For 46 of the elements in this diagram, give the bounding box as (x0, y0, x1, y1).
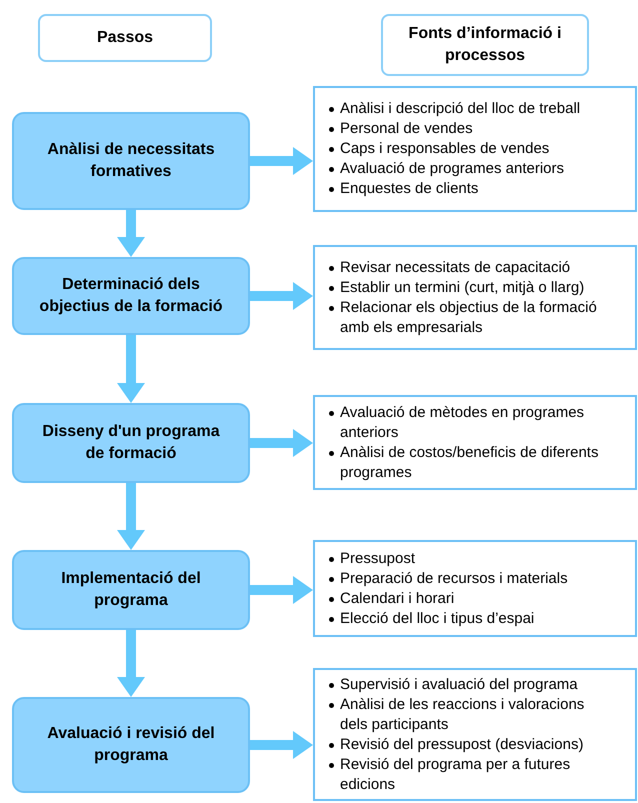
step-box (12, 550, 250, 630)
step-box (12, 697, 250, 793)
step-box (12, 403, 250, 483)
info-box (313, 245, 637, 350)
step-title: Avaluació i revisió del programa (46, 724, 216, 766)
arrow (250, 429, 313, 457)
step-title: Implementació del programa (60, 569, 202, 611)
step-box (12, 257, 250, 335)
list-item: Establir un termini (curt, mitjà o llarg) (340, 278, 584, 298)
info-box (313, 395, 637, 490)
arrow (250, 282, 313, 310)
info-box (313, 86, 637, 212)
list-item: Revisió del programa per a futures edicions (340, 754, 572, 794)
step-title: Anàlisi de necessitats formatives (46, 140, 216, 182)
list-item: Avaluació de programes anteriors (340, 159, 564, 179)
header-text: Passos (96, 28, 154, 48)
info-box (313, 540, 637, 637)
list-item: Preparació de recursos i materials (340, 568, 568, 588)
list-item: Avaluació de mètodes en programes anteriors (340, 402, 586, 442)
list-item: Revisió del pressupost (desviacions) (340, 734, 584, 754)
list-item: Anàlisi de costos/beneficis de diferents programes (340, 442, 600, 482)
column-header (38, 14, 212, 62)
arrow (117, 210, 145, 257)
arrow (117, 335, 145, 403)
list-item: Calendari i horari (340, 588, 454, 608)
list-item: Pressupost (340, 548, 416, 568)
list-item: Personal de vendes (340, 119, 473, 139)
column-header (381, 14, 589, 76)
list-item: Supervisió i avaluació del programa (340, 674, 578, 694)
arrow (250, 147, 313, 175)
list-item: Caps i responsables de vendes (340, 139, 550, 159)
arrow (117, 483, 145, 550)
list-item: Anàlisi i descripció del lloc de treball (340, 99, 580, 119)
list-item: Elecció del lloc i tipus d’espai (340, 608, 534, 628)
list-item: Enquestes de clients (340, 179, 478, 199)
list-item: Relacionar els objectius de la formació amb els empresarials (340, 298, 598, 338)
step-title: Disseny d'un programa de formació (41, 422, 221, 464)
step-box (12, 112, 250, 210)
list-item: Revisar necessitats de capacitació (340, 258, 570, 278)
arrow (250, 731, 313, 759)
list-item: Anàlisi de les reaccions i valoracions dels participants (340, 694, 586, 734)
info-box (313, 668, 637, 801)
arrow (250, 576, 313, 604)
arrow (117, 630, 145, 697)
step-title: Determinació dels objectius de la formació (38, 275, 224, 317)
header-text: Fonts d’informació i processos (408, 24, 562, 66)
